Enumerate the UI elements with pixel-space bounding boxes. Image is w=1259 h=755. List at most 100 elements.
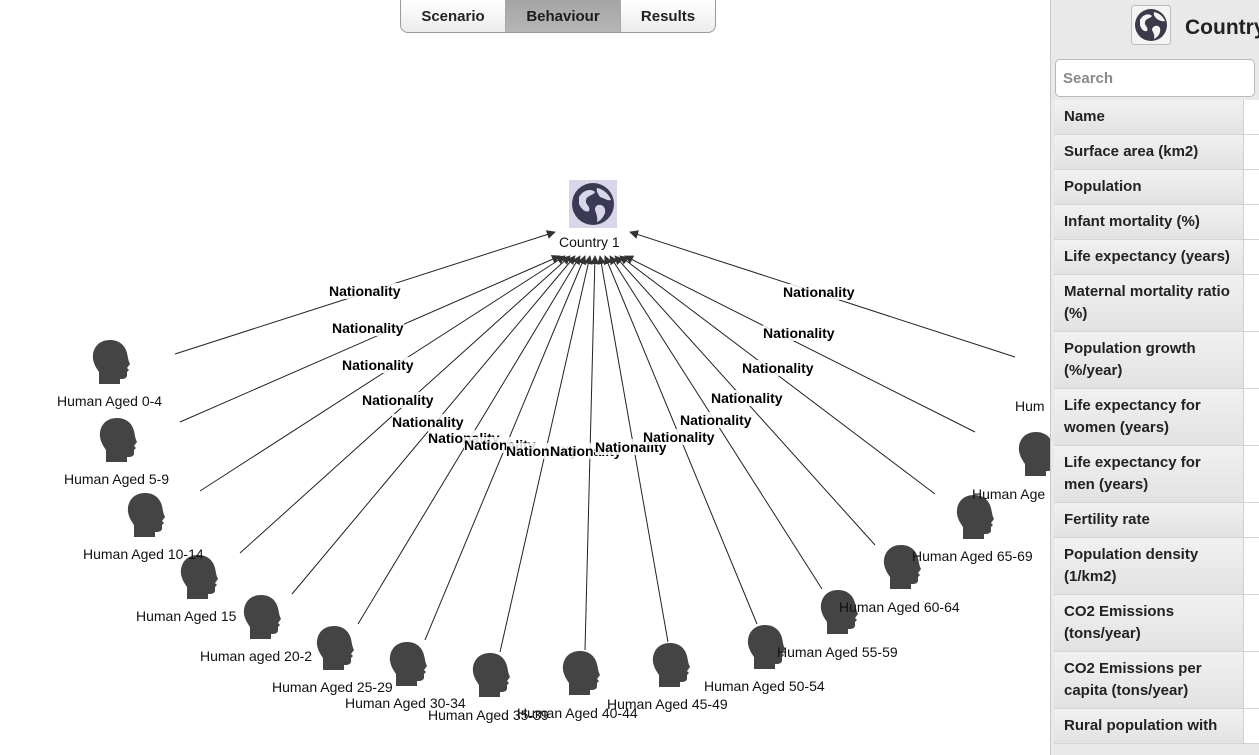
human-node-label: Human Aged 60-64 <box>839 599 960 615</box>
human-node-label: Human Aged 40-44 <box>517 705 638 721</box>
sidebar-header: Country <box>1051 0 1259 56</box>
nationality-edge[interactable] <box>179 255 561 423</box>
edge-label-nationality: Nationality <box>362 392 434 408</box>
property-label: Life expectancy for women (years) <box>1054 389 1244 445</box>
property-label: CO2 Emissions per capita (tons/year) <box>1054 652 1244 708</box>
property-value-field[interactable] <box>1244 275 1259 331</box>
property-row[interactable]: CO2 Emissions per capita (tons/year) <box>1054 652 1259 709</box>
property-row[interactable]: Population growth (%/year) <box>1054 332 1259 389</box>
human-head-icon[interactable] <box>387 640 431 688</box>
property-row[interactable]: Rural population with <box>1054 709 1259 744</box>
nationality-edge[interactable] <box>199 255 566 492</box>
human-node-label: Hum <box>1015 398 1045 414</box>
edge-label-nationality: Nationality <box>763 325 835 341</box>
property-value-field[interactable] <box>1244 205 1259 239</box>
human-head-icon[interactable] <box>745 623 789 671</box>
property-label: Name <box>1054 100 1244 134</box>
human-head-icon[interactable] <box>90 338 134 386</box>
property-value-field[interactable] <box>1244 446 1259 502</box>
nationality-edge[interactable] <box>624 255 976 433</box>
human-node-label: Human Aged 30-34 <box>345 695 466 711</box>
human-node-label: Human Aged 65-69 <box>912 548 1033 564</box>
edge-label-nationality: Nationality <box>783 284 855 300</box>
property-row[interactable]: Surface area (km2) <box>1054 135 1259 170</box>
property-label: Life expectancy for men (years) <box>1054 446 1244 502</box>
tab-results[interactable]: Results <box>640 7 696 25</box>
property-value-field[interactable] <box>1244 652 1259 708</box>
human-head-icon[interactable] <box>560 649 604 697</box>
property-row[interactable]: Life expectancy (years) <box>1054 240 1259 275</box>
property-row[interactable]: Life expectancy for men (years) <box>1054 446 1259 503</box>
human-head-icon[interactable] <box>125 491 169 539</box>
edge-label-nationality: Nationality <box>329 283 401 299</box>
human-head-icon[interactable] <box>97 416 141 464</box>
property-value-field[interactable] <box>1244 240 1259 274</box>
property-value-field[interactable] <box>1244 538 1259 594</box>
property-row[interactable]: CO2 Emissions (tons/year) <box>1054 595 1259 652</box>
human-head-icon[interactable] <box>241 593 285 641</box>
property-label: CO2 Emissions (tons/year) <box>1054 595 1244 651</box>
property-value-field[interactable] <box>1244 503 1259 537</box>
property-row[interactable]: Infant mortality (%) <box>1054 205 1259 240</box>
edge-label-nationality: Nationality <box>643 429 715 445</box>
edge-label-nationality: Nationality <box>711 390 783 406</box>
property-label: Infant mortality (%) <box>1054 205 1244 239</box>
edge-label-nationality: Nationality <box>742 360 814 376</box>
property-label: Life expectancy (years) <box>1054 240 1244 274</box>
property-label: Population <box>1054 170 1244 204</box>
tab-scenario[interactable]: Scenario <box>401 0 506 32</box>
property-label: Maternal mortality ratio (%) <box>1054 275 1244 331</box>
property-row[interactable]: Name <box>1054 100 1259 135</box>
human-head-icon[interactable] <box>881 543 925 591</box>
human-node-label: Human Aged 35-39 <box>428 707 549 723</box>
human-node-label: Human Aged 45-49 <box>607 696 728 712</box>
human-node-label: Human Age <box>972 486 1046 502</box>
human-head-icon[interactable] <box>818 588 862 636</box>
property-value-field[interactable] <box>1244 100 1259 134</box>
human-head-icon[interactable] <box>178 553 222 601</box>
property-value-field[interactable] <box>1244 332 1259 388</box>
country-node[interactable] <box>569 180 617 228</box>
human-head-icon[interactable] <box>1016 430 1050 478</box>
property-search-input[interactable] <box>1055 59 1255 97</box>
property-value-field[interactable] <box>1244 135 1259 169</box>
property-row[interactable]: Maternal mortality ratio (%) <box>1054 275 1259 332</box>
edge-label-nationality: Nationality <box>680 412 752 428</box>
property-label: Rural population with <box>1054 709 1244 743</box>
view-tabs: Scenario Behaviour Results <box>400 0 716 33</box>
property-value-field[interactable] <box>1244 389 1259 445</box>
globe-icon <box>569 180 617 228</box>
edge-label-nationality: Nationality <box>332 320 404 336</box>
property-value-field[interactable] <box>1244 595 1259 651</box>
human-node-label: Human Aged 15 <box>136 608 237 624</box>
human-node-label: Human Aged 55-59 <box>777 644 898 660</box>
country-node-label: Country 1 <box>559 234 620 250</box>
property-value-field[interactable] <box>1244 709 1259 743</box>
property-value-field[interactable] <box>1244 170 1259 204</box>
human-head-icon[interactable] <box>470 651 514 699</box>
human-head-icon[interactable] <box>650 641 694 689</box>
human-head-icon[interactable] <box>954 493 998 541</box>
human-node-label: Human Aged 10-14 <box>83 546 204 562</box>
edge-label-nationality: Nationality <box>392 414 464 430</box>
human-node-label: Human Aged 5-9 <box>64 471 170 487</box>
human-node-label: Human Aged 50-54 <box>704 678 825 694</box>
human-head-icon[interactable] <box>314 624 358 672</box>
property-label: Surface area (km2) <box>1054 135 1244 169</box>
human-node-label: Human Aged 0-4 <box>57 393 163 409</box>
human-node-label: Human Aged 25-29 <box>272 679 393 695</box>
globe-icon <box>1131 5 1171 45</box>
property-row[interactable]: Fertility rate <box>1054 503 1259 538</box>
property-label: Fertility rate <box>1054 503 1244 537</box>
sidebar-title: Country <box>1185 16 1259 39</box>
property-row[interactable]: Life expectancy for women (years) <box>1054 389 1259 446</box>
human-node-label: Human aged 20-2 <box>200 648 313 664</box>
property-row[interactable]: Population <box>1054 170 1259 205</box>
property-label: Population density (1/km2) <box>1054 538 1244 594</box>
property-row[interactable]: Population density (1/km2) <box>1054 538 1259 595</box>
property-label: Population growth (%/year) <box>1054 332 1244 388</box>
tab-behaviour[interactable]: Behaviour <box>506 0 621 32</box>
